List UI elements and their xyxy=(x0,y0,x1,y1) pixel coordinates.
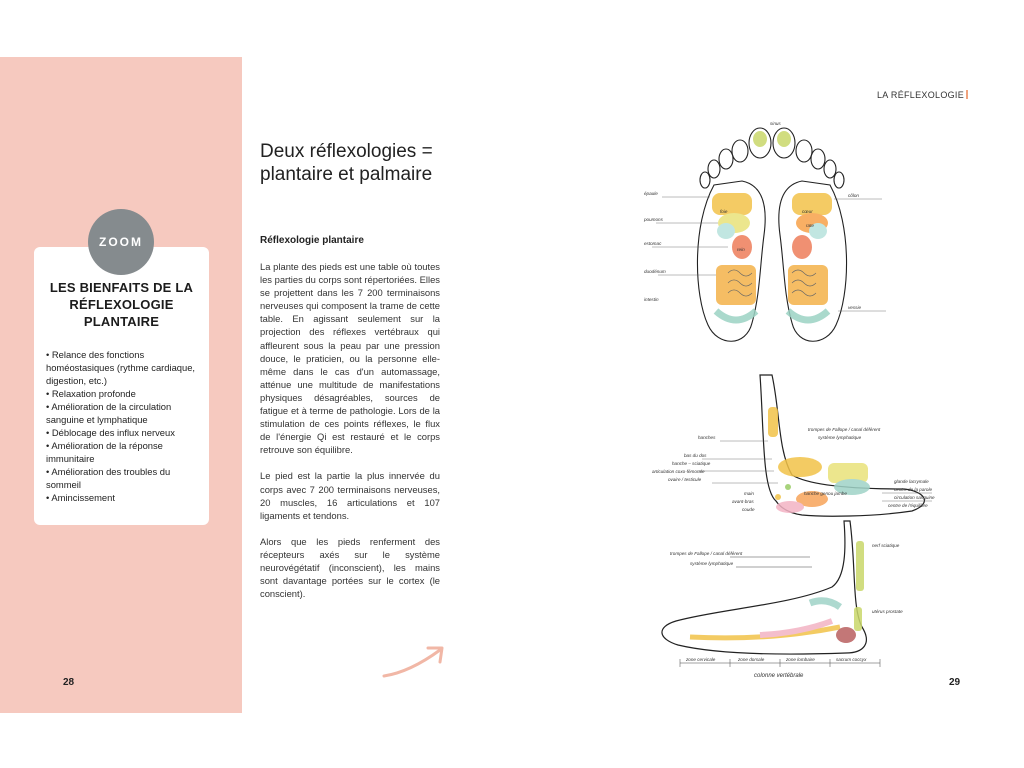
paragraph: Le pied est la partie la plus innervée d… xyxy=(260,470,440,521)
paragraph: La plante des pieds est une table où tou… xyxy=(260,261,440,456)
soles-diagram: épaule poumons estomac duodénum intestin… xyxy=(643,121,886,342)
foot-spine-diagram: trompes de Fallope / canal déférent syst… xyxy=(661,520,903,679)
label-equilibre: centre de l'équilibre xyxy=(888,503,928,508)
label-zone-dorsale: zone dorsale xyxy=(737,657,765,662)
accent-bar xyxy=(966,90,969,99)
list-item: Amélioration des troubles du sommeil xyxy=(46,465,197,491)
label-colon: côlon xyxy=(848,193,859,198)
label-hanche-genou: hanche genou jambe xyxy=(804,491,847,496)
label-zone-cervicale: zone cervicale xyxy=(685,657,716,662)
label-centre-parole: centre de la parole xyxy=(894,487,932,492)
foot-side-view-diagram: trompes de Fallope / canal déférent syst… xyxy=(652,374,935,517)
list-item: Relance des fonctions homéostasiques (ry… xyxy=(46,348,197,387)
benefits-list: Relance des fonctions homéostasiques (ry… xyxy=(46,348,197,504)
label-lymph: système lymphatique xyxy=(818,435,862,440)
label-colonne: colonne vertébrale xyxy=(754,673,804,679)
label-lymph-2: système lymphatique xyxy=(690,561,734,566)
label-coude: coude xyxy=(742,507,755,512)
label-zone-lombaire: zone lombaire xyxy=(785,657,815,662)
label-glande: glande lacrymale xyxy=(894,479,929,484)
label-foie: foie xyxy=(720,209,728,214)
label-sinus: sinus xyxy=(770,121,781,126)
book-spread: LES BIENFAITS DE LA RÉFLEXOLOGIE PLANTAI… xyxy=(0,57,1024,713)
label-sciatique: hanche – sciatique xyxy=(672,461,711,466)
right-page: LA RÉFLEXOLOGIE xyxy=(512,57,1024,713)
running-head: LA RÉFLEXOLOGIE xyxy=(877,90,969,100)
paragraph: Alors que les pieds renferment des récep… xyxy=(260,535,440,600)
label-articulation: articulation coxo-fémorale xyxy=(652,469,705,474)
label-circulation: circulation sanguine xyxy=(894,495,935,500)
zoom-title: LES BIENFAITS DE LA RÉFLEXOLOGIE PLANTAI… xyxy=(49,280,194,329)
label-main: main xyxy=(744,491,754,496)
zoom-badge: ZOOM xyxy=(88,209,154,275)
list-item: Amélioration de la réponse immunitaire xyxy=(46,439,197,465)
label-intestin: intestin xyxy=(644,297,659,302)
section-subheading: Réflexologie plantaire xyxy=(260,235,364,246)
list-item: Déblocage des influx nerveux xyxy=(46,426,197,439)
label-poumons: poumons xyxy=(643,217,664,222)
label-epaule: épaule xyxy=(644,191,658,196)
page-title: Deux réflexologies = plantaire et palmai… xyxy=(260,141,433,185)
page-number-right: 29 xyxy=(949,677,961,688)
label-trompes: trompes de Fallope / canal déférent xyxy=(808,427,881,432)
label-nerf: nerf sciatique xyxy=(872,543,900,548)
label-duodenum: duodénum xyxy=(644,269,666,274)
label-rate: rate xyxy=(806,223,814,228)
body-text: La plante des pieds est une table où tou… xyxy=(260,260,440,613)
running-head-text: LA RÉFLEXOLOGIE xyxy=(877,90,965,100)
list-item: Relaxation profonde xyxy=(46,387,197,400)
zoom-info-box: LES BIENFAITS DE LA RÉFLEXOLOGIE PLANTAI… xyxy=(34,247,209,525)
label-vessie: vessie xyxy=(848,305,861,310)
label-rein: rein xyxy=(737,247,745,252)
list-item: Amélioration de la circulation sanguine … xyxy=(46,400,197,426)
label-coeur: cœur xyxy=(802,209,813,214)
list-item: Amincissement xyxy=(46,491,197,504)
label-uterus: utérus prostate xyxy=(872,609,903,614)
page-number-left: 28 xyxy=(63,677,75,688)
label-avant-bras: avant-bras xyxy=(732,499,754,504)
left-page: LES BIENFAITS DE LA RÉFLEXOLOGIE PLANTAI… xyxy=(0,57,512,713)
label-hanches: hanches xyxy=(698,435,716,440)
decorative-arrow-icon xyxy=(382,646,444,678)
label-ovaire: ovaire / testicule xyxy=(668,477,702,482)
label-estomac: estomac xyxy=(644,241,662,246)
label-sacrum: sacrum coccyx xyxy=(836,657,867,662)
label-bas-du-dos: bas du dos xyxy=(684,453,707,458)
label-trompes-2: trompes de Fallope / canal déférent xyxy=(670,551,743,556)
